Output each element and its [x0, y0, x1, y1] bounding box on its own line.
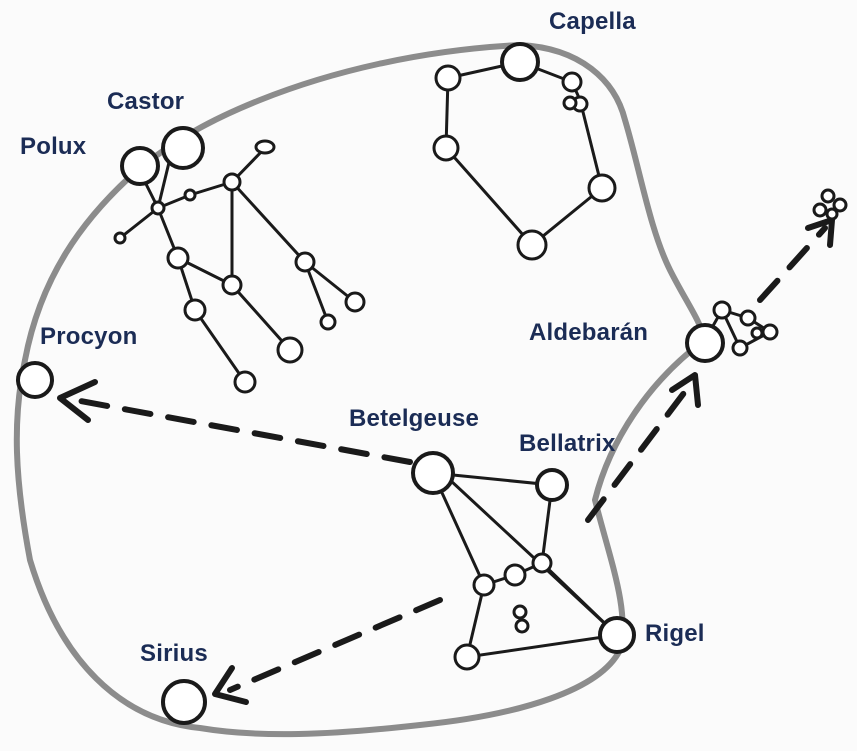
- auriga-stars: [434, 44, 615, 259]
- star-capella: [502, 44, 538, 80]
- label-sirius: Sirius: [140, 642, 208, 666]
- label-castor: Castor: [107, 90, 184, 114]
- label-aldebaran: Aldebarán: [529, 321, 648, 345]
- label-procyon: Procyon: [40, 325, 137, 349]
- gemini-stars: [115, 128, 364, 392]
- star-betelgeuse: [413, 453, 453, 493]
- arrow-to-pleiades: [760, 228, 825, 300]
- label-polux: Polux: [20, 135, 86, 159]
- star-aldebaran: [687, 325, 723, 361]
- label-betelgeuse: Betelgeuse: [349, 407, 479, 431]
- star-sirius: [163, 681, 205, 723]
- star-castor: [163, 128, 203, 168]
- label-bellatrix: Bellatrix: [519, 432, 616, 456]
- pleiades-stars: [814, 190, 846, 219]
- star-polux: [122, 148, 158, 184]
- label-capella: Capella: [549, 10, 636, 34]
- star-bellatrix: [537, 470, 567, 500]
- arrow-to-sirius: [230, 600, 440, 690]
- label-rigel: Rigel: [645, 622, 705, 646]
- star-rigel: [600, 618, 634, 652]
- star-procyon: [18, 363, 52, 397]
